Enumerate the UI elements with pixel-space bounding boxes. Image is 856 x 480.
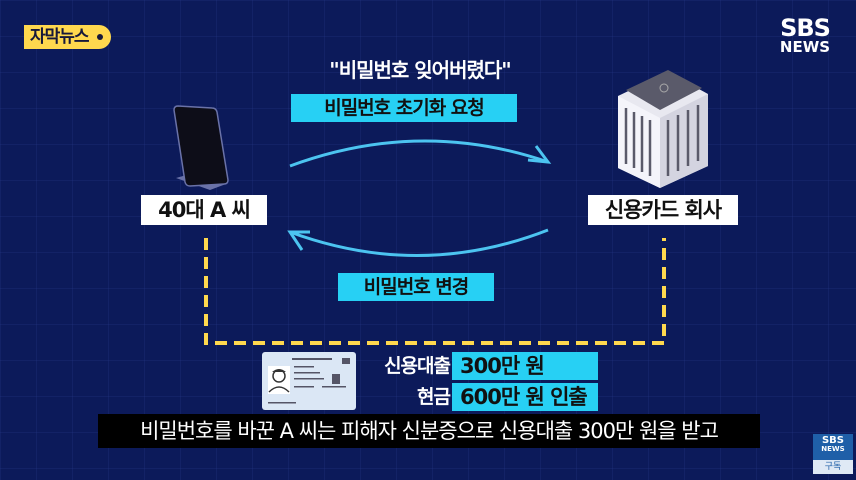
smartphone-icon bbox=[173, 105, 229, 190]
quote-text: "비밀번호 잊어버렸다" bbox=[329, 58, 511, 82]
sbs-news-logo: SBS NEWS bbox=[777, 16, 833, 55]
logo-text-sbs: SBS bbox=[780, 14, 831, 42]
subscribe-label: 구독 bbox=[813, 460, 853, 474]
change-label: 비밀번호 변경 bbox=[338, 273, 494, 301]
subtitle-caption: 비밀번호를 바꾼 A 씨는 피해자 신분증으로 신용대출 300만 원을 받고 bbox=[98, 414, 760, 448]
category-tag: 자막뉴스 bbox=[24, 25, 111, 49]
loan-label: 신용대출 bbox=[384, 355, 451, 377]
logo-text-news: NEWS bbox=[779, 38, 831, 56]
category-tag-label: 자막뉴스 bbox=[30, 27, 90, 47]
request-label: 비밀번호 초기화 요청 bbox=[291, 94, 517, 122]
building-icon bbox=[618, 70, 708, 188]
cash-value: 600만 원 인출 bbox=[452, 383, 598, 411]
dot-icon bbox=[96, 34, 103, 40]
right-node-label: 신용카드 회사 bbox=[588, 195, 738, 225]
loan-value: 300만 원 bbox=[452, 352, 598, 380]
subscribe-logo-sbs: SBS bbox=[821, 435, 845, 446]
subscribe-button[interactable]: SBS NEWS 구독 bbox=[813, 434, 853, 474]
id-card-icon bbox=[262, 352, 356, 410]
cash-label: 현금 bbox=[417, 386, 451, 408]
left-node-label: 40대 A 씨 bbox=[141, 195, 267, 225]
subscribe-logo-news: NEWS bbox=[821, 445, 845, 453]
